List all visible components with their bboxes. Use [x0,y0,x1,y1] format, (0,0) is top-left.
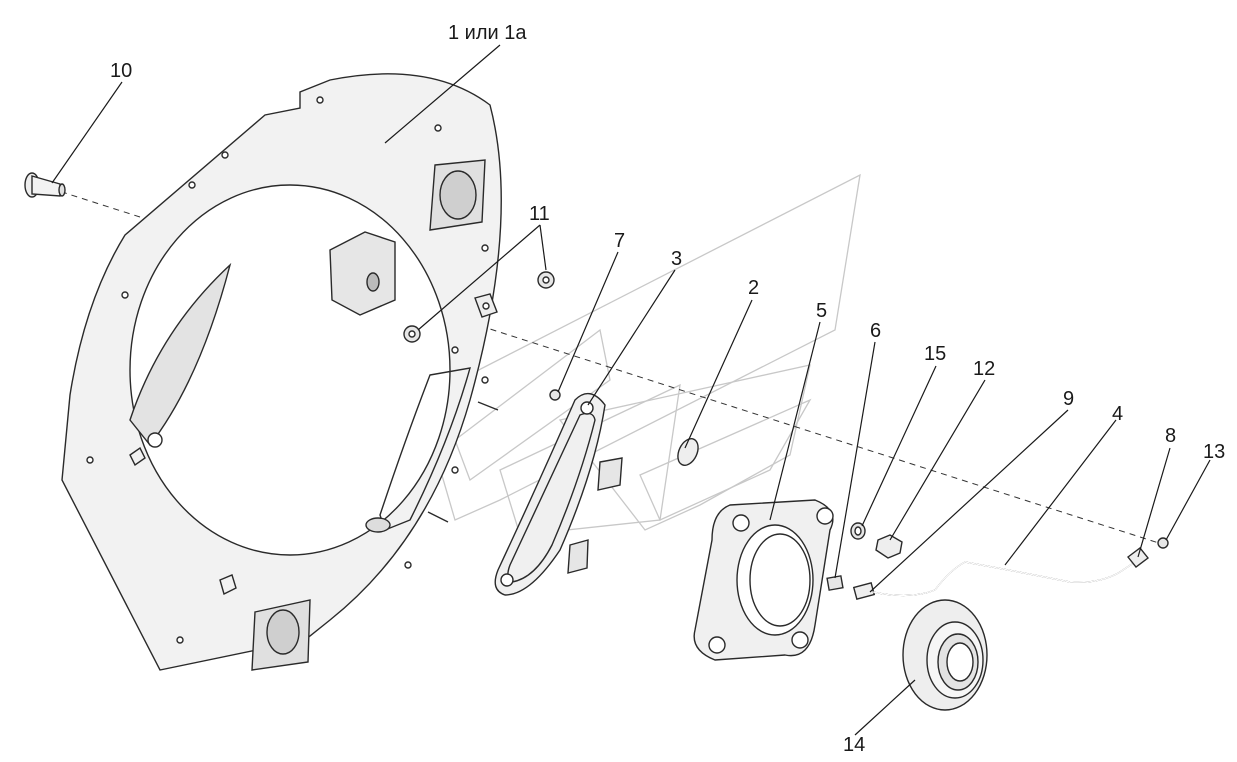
label-part-13: 13 [1203,441,1225,463]
callout-labels: 1 или 1а 10 11 7 3 2 5 6 15 12 9 4 8 13 … [110,22,1225,756]
bolt [24,172,66,198]
bearing [902,599,988,711]
label-part-1: 1 или 1а [448,22,527,44]
label-part-15: 15 [924,343,946,365]
label-part-10: 10 [110,60,132,82]
watermark-logo [419,173,861,536]
small-washer [677,438,699,466]
label-part-2: 2 [748,277,759,299]
label-part-14: 14 [843,734,865,756]
label-part-5: 5 [816,300,827,322]
label-part-8: 8 [1165,425,1176,447]
nut-12 [875,534,903,559]
mounting-plate [61,73,502,671]
label-part-12: 12 [973,358,995,380]
label-part-9: 9 [1063,388,1074,410]
bearing-housing [693,499,844,661]
label-part-6: 6 [870,320,881,342]
pipe-fitting [852,582,876,600]
washer-6 [850,522,866,540]
gasket [494,392,623,596]
cap-13 [1157,537,1169,549]
label-part-3: 3 [671,248,682,270]
lubrication-pipe [872,561,1136,597]
label-part-4: 4 [1112,403,1123,425]
label-part-7: 7 [614,230,625,252]
nipple-8 [1127,547,1149,568]
leader-lines [51,44,1211,736]
nut-washer-set [403,271,561,401]
label-part-11: 11 [529,203,550,225]
assembly-axis-line [39,184,1166,546]
